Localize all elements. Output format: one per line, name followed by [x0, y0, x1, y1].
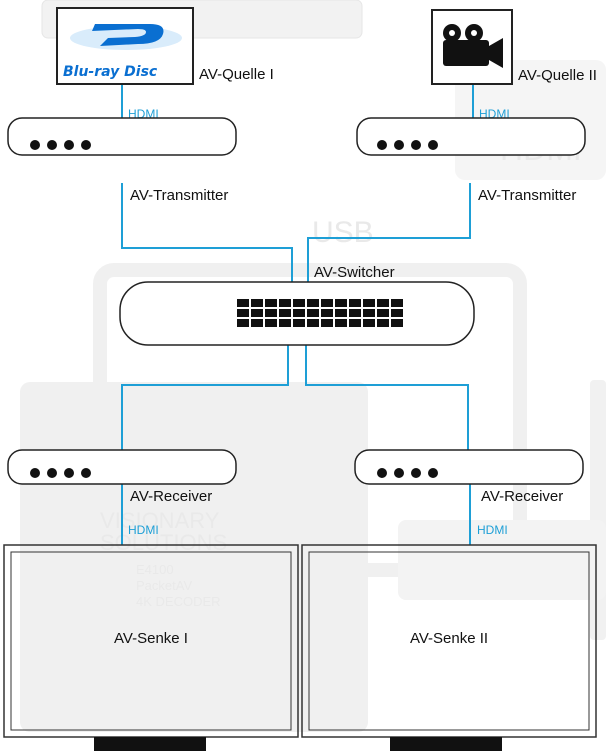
switch-port [349, 309, 361, 317]
background-layer: HDMI USB VISIONARY SOLUTIONS E4100 Packe… [20, 0, 606, 732]
receiver1-label: AV-Receiver [130, 488, 212, 505]
switch-port [363, 319, 375, 327]
switch-port [377, 319, 389, 327]
switch-port [391, 319, 403, 327]
switch-port [349, 299, 361, 307]
switch-port [335, 319, 347, 327]
switch-port [335, 309, 347, 317]
transmitter1-box [8, 118, 236, 155]
source2-label: AV-Quelle II [518, 67, 597, 84]
bluray-logo-text: Blu-ray Disc [63, 64, 158, 80]
switch-port [237, 299, 249, 307]
switch-port [279, 309, 291, 317]
switch-port [391, 299, 403, 307]
receiver2-box [355, 450, 583, 484]
edge-label-rx1-sink1: HDMI [128, 523, 159, 537]
bg-model-1: E4100 [136, 562, 174, 577]
switch-port [377, 309, 389, 317]
transmitter2-label: AV-Transmitter [478, 187, 576, 204]
switch-port [391, 309, 403, 317]
switcher-label: AV-Switcher [314, 264, 395, 281]
switch-port [279, 319, 291, 327]
switch-port [279, 299, 291, 307]
switch-port [349, 319, 361, 327]
bg-decoder-device [20, 382, 368, 732]
switch-port [307, 299, 319, 307]
bg-brand-2: SOLUTIONS [100, 530, 227, 555]
sink1-stand [94, 737, 206, 751]
switch-port [265, 319, 277, 327]
bg-keyboard-edge [590, 380, 606, 640]
switch-port [321, 319, 333, 327]
switch-port [237, 319, 249, 327]
switch-port [293, 309, 305, 317]
switch-port [363, 299, 375, 307]
switch-port [251, 309, 263, 317]
switch-port [335, 299, 347, 307]
switch-port [251, 299, 263, 307]
sink2-label: AV-Senke II [410, 630, 488, 647]
sink2-stand [390, 737, 502, 751]
switch-port [293, 299, 305, 307]
bg-model-2: PacketAV [136, 578, 192, 593]
switch-port [363, 309, 375, 317]
receiver2-label: AV-Receiver [481, 488, 563, 505]
switch-port [265, 309, 277, 317]
sink1-label: AV-Senke I [114, 630, 188, 647]
transmitter1-label: AV-Transmitter [130, 187, 228, 204]
switch-port [265, 299, 277, 307]
receiver1-box [8, 450, 236, 484]
bg-usb-text: USB [312, 216, 374, 249]
switch-port [321, 309, 333, 317]
switch-port [307, 319, 319, 327]
switch-port [307, 309, 319, 317]
switch-port [377, 299, 389, 307]
transmitter2-box [357, 118, 585, 155]
edge-label-rx2-sink2: HDMI [477, 523, 508, 537]
switch-port [293, 319, 305, 327]
source1-label: AV-Quelle I [199, 66, 274, 83]
bg-model-3: 4K DECODER [136, 594, 221, 609]
switch-port [237, 309, 249, 317]
switch-port [251, 319, 263, 327]
switch-port [321, 299, 333, 307]
